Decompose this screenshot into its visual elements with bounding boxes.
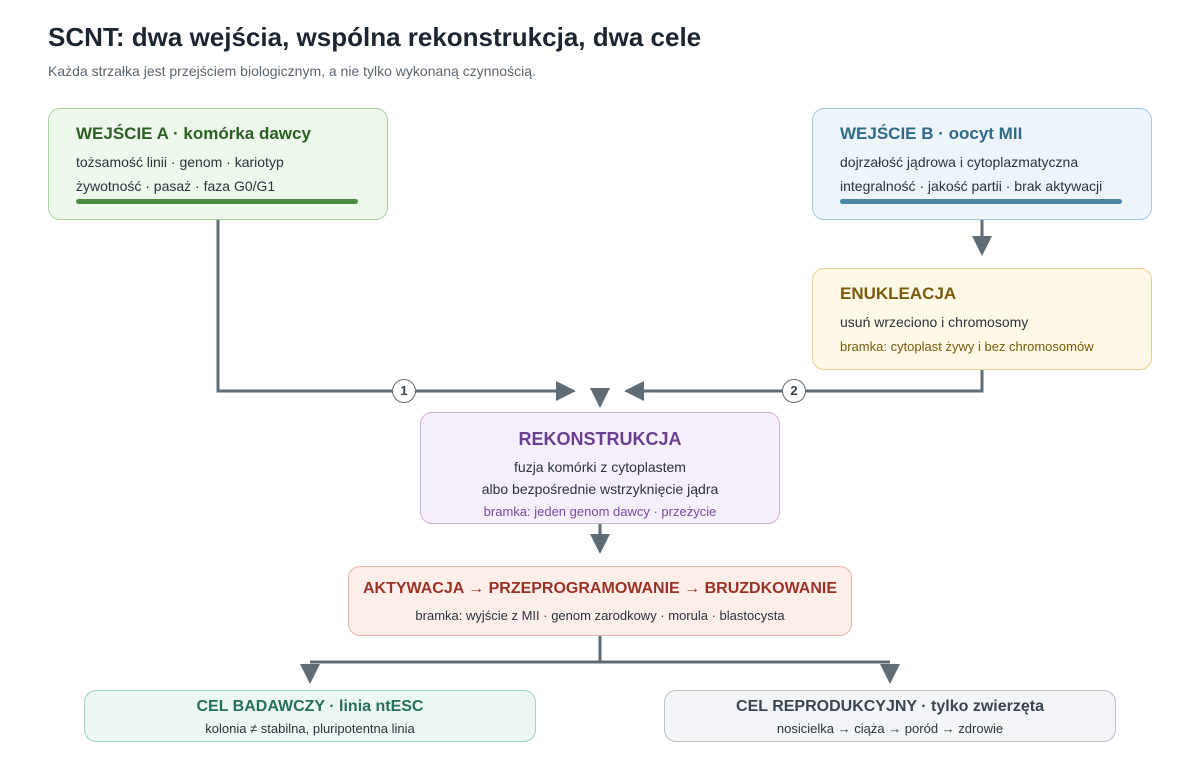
input-a-accent-bar bbox=[76, 199, 358, 204]
page-title: SCNT: dwa wejścia, wspólna rekonstrukcja… bbox=[48, 22, 702, 52]
reconstruction-box: REKONSTRUKCJA fuzja komórki z cytoplaste… bbox=[420, 412, 780, 524]
reconstruction-title: REKONSTRUKCJA bbox=[518, 429, 682, 449]
arrowhead-to-research-goal bbox=[300, 664, 320, 684]
arrowhead-a-right bbox=[556, 381, 576, 401]
input-b-title: WEJŚCIE B · oocyt MII bbox=[840, 124, 1023, 143]
research-goal-note: kolonia ≠ stabilna, pluripotentna linia bbox=[205, 721, 415, 736]
enucleation-title: ENUKLEACJA bbox=[840, 284, 957, 303]
activation-gate: bramka: wyjście z MII · genom zarodkowy … bbox=[415, 608, 785, 623]
input-a-box: WEJŚCIE A · komórka dawcy tożsamość lini… bbox=[48, 108, 388, 220]
input-b-line2: integralność · jakość partii · brak akty… bbox=[840, 178, 1103, 194]
input-b-box: WEJŚCIE B · oocyt MII dojrzałość jądrowa… bbox=[812, 108, 1152, 220]
step-badge-2: 2 bbox=[782, 379, 806, 403]
enucleation-gate: bramka: cytoplast żywy i bez chromosomów bbox=[840, 339, 1094, 354]
reproductive-goal-box: CEL REPRODUKCYJNY · tylko zwierzęta nosi… bbox=[664, 690, 1116, 742]
arrowhead-to-enucleation bbox=[972, 236, 992, 256]
input-a-line1: tożsamość linii · genom · kariotyp bbox=[76, 154, 284, 170]
reproductive-goal-title: CEL REPRODUKCYJNY · tylko zwierzęta bbox=[736, 698, 1044, 715]
activation-box: AKTYWACJA → PRZEPROGRAMOWANIE → BRUZDKOW… bbox=[348, 566, 852, 636]
arrowhead-to-reproductive-goal bbox=[880, 664, 900, 684]
arrowhead-center-down bbox=[590, 388, 610, 408]
enucleation-box: ENUKLEACJA usuń wrzeciono i chromosomy b… bbox=[812, 268, 1152, 370]
connector-enucleation-to-reconstruction bbox=[640, 370, 984, 393]
step-badge-1: 1 bbox=[392, 379, 416, 403]
input-a-line2: żywotność · pasaż · faza G0/G1 bbox=[76, 178, 276, 194]
research-goal-box: CEL BADAWCZY · linia ntESC kolonia ≠ sta… bbox=[84, 690, 536, 742]
connector-a-to-reconstruction bbox=[216, 220, 560, 393]
reconstruction-line2: albo bezpośrednie wstrzyknięcie jądra bbox=[481, 481, 719, 497]
research-goal-title: CEL BADAWCZY · linia ntESC bbox=[196, 698, 424, 715]
reconstruction-gate: bramka: jeden genom dawcy · przeżycie bbox=[483, 504, 717, 519]
reproductive-goal-note: nosicielka → ciąża → poród → zdrowie bbox=[776, 721, 1004, 736]
enucleation-line1: usuń wrzeciono i chromosomy bbox=[840, 314, 1029, 330]
reconstruction-line1: fuzja komórki z cytoplastem bbox=[514, 459, 686, 475]
activation-title: AKTYWACJA → PRZEPROGRAMOWANIE → BRUZDKOW… bbox=[362, 580, 838, 597]
input-b-line1: dojrzałość jądrowa i cytoplazmatyczna bbox=[840, 154, 1079, 170]
arrowhead-b-left bbox=[624, 381, 644, 401]
page-subtitle: Każda strzałka jest przejściem biologicz… bbox=[48, 63, 536, 79]
input-a-title: WEJŚCIE A · komórka dawcy bbox=[76, 124, 311, 143]
input-b-accent-bar bbox=[840, 199, 1122, 204]
arrowhead-to-activation bbox=[590, 534, 610, 554]
